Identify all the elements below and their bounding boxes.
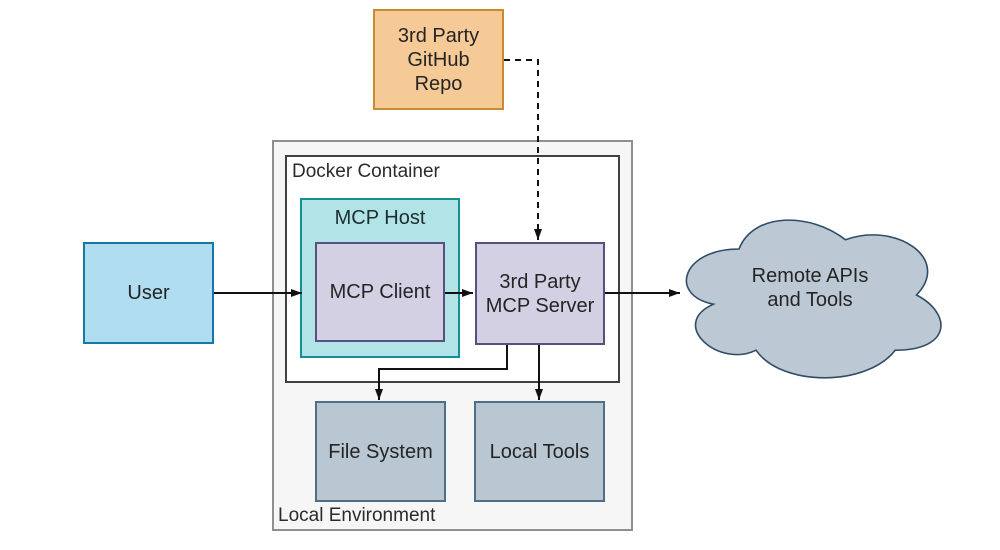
github-repo-label-line3: Repo [414, 72, 463, 95]
docker-container-label: Docker Container [292, 161, 440, 182]
mcp-client-node: MCP Client [315, 242, 445, 342]
user-node: User [83, 242, 214, 344]
remote-apis-label-line2: and Tools [767, 289, 853, 311]
mcp-server-label-line2: MCP Server [485, 294, 595, 317]
local-environment-label: Local Environment [278, 505, 436, 526]
github-repo-node: 3rd Party GitHub Repo [373, 9, 504, 110]
mcp-server-node: 3rd Party MCP Server [475, 242, 605, 345]
user-label: User [127, 282, 170, 304]
mcp-client-label: MCP Client [329, 281, 431, 303]
remote-apis-label-line1: Remote APIs [751, 265, 869, 287]
github-repo-label-line2: GitHub [407, 48, 470, 71]
mcp-host-label: MCP Host [334, 207, 426, 229]
cloud-icon [685, 219, 942, 379]
local-tools-label: Local Tools [489, 440, 590, 463]
file-system-label: File System [328, 440, 433, 463]
remote-apis-node: Remote APIs and Tools [668, 203, 952, 387]
file-system-node: File System [315, 401, 446, 502]
remote-apis-cloud-shape [685, 219, 942, 379]
github-repo-label-line1: 3rd Party [397, 24, 480, 47]
local-tools-node: Local Tools [474, 401, 605, 502]
mcp-server-label-line1: 3rd Party [499, 270, 581, 293]
